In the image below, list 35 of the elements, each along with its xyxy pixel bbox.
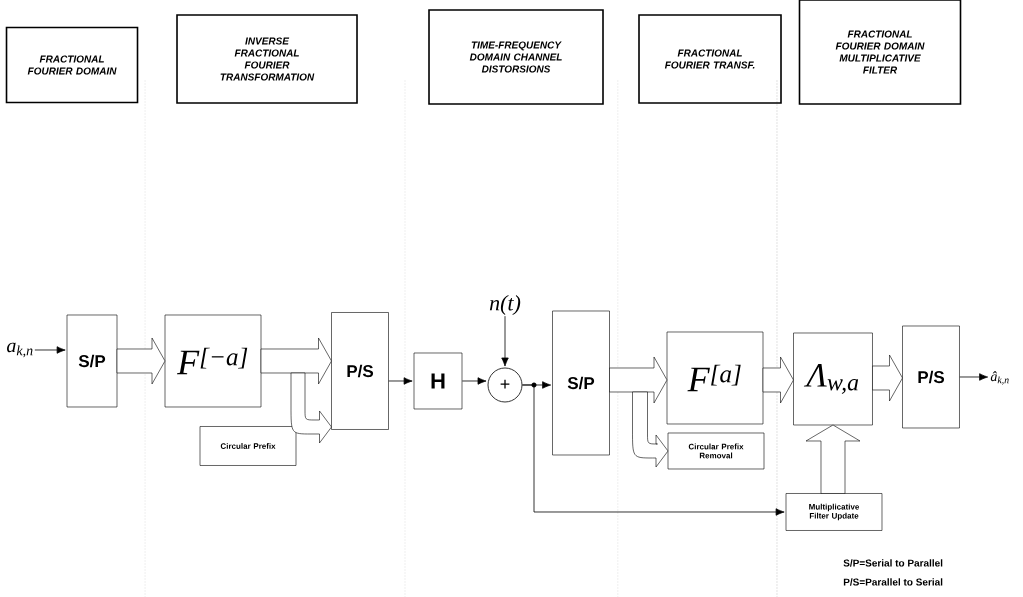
arrow (461, 377, 487, 385)
block-arrow (609, 356, 668, 404)
arrow (34, 346, 66, 354)
block-box: Multiplicative Filter Update (785, 493, 883, 531)
header-box: FRACTIONAL FOURIER TRANSF. (638, 14, 782, 104)
block-arrow (290, 372, 332, 444)
block-box: Circular Prefix (199, 426, 297, 466)
signal-label: n(t) (489, 295, 521, 315)
header-box: INVERSE FRACTIONAL FOURIER TRANSFORMATION (176, 14, 358, 104)
abbreviation-note: P/S=Parallel to Serial (843, 578, 943, 586)
block-box: S/P (552, 310, 610, 456)
arrow (522, 384, 785, 516)
arrow (959, 373, 989, 381)
block-arrow (260, 337, 332, 385)
header-box: TIME-FREQUENCY DOMAIN CHANNEL DISTORSIONS (428, 9, 604, 105)
signal-label: a$_{k,n}$ (7, 342, 33, 358)
block-box: S/P (66, 314, 118, 408)
signal-label: â$_{k,n}$ (990, 371, 1009, 385)
block-arrow (632, 391, 669, 468)
block-box: F$^{[a]}$ (666, 331, 764, 425)
block-box: Λ$_{w,a}$ (793, 332, 873, 426)
block-box: F$^{[−a]}$ (164, 314, 262, 408)
block-box: H (413, 352, 463, 410)
header-box: FRACTIONAL FOURIER DOMAIN MULTIPLICATIVE FILTER (798, 0, 962, 105)
block-box: P/S (902, 325, 960, 429)
arrow (388, 377, 413, 385)
block-arrow (116, 337, 166, 385)
arrow (501, 315, 509, 367)
block-box: Circular Prefix Removal (667, 432, 765, 470)
block-arrow (762, 356, 794, 404)
block-arrow (872, 354, 903, 402)
header-box: FRACTIONAL FOURIER DOMAIN (5, 26, 139, 104)
block-box: P/S (331, 312, 389, 430)
block-arrow (805, 424, 861, 494)
abbreviation-note: S/P=Serial to Parallel (843, 559, 943, 567)
